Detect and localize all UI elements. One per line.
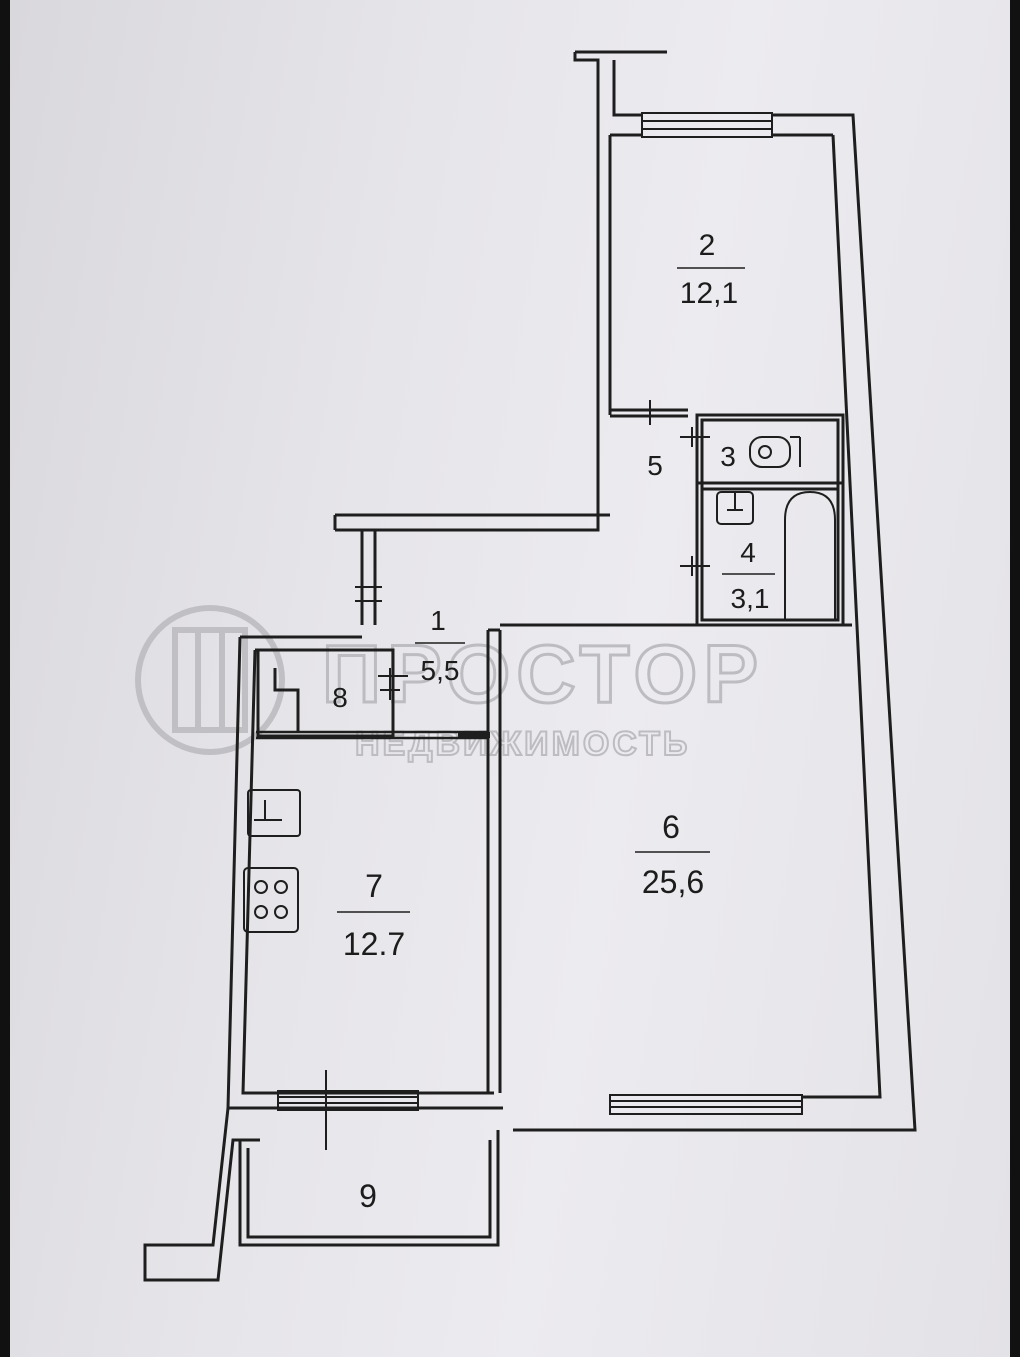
room-4-area: 3,1	[731, 583, 770, 614]
floor-plan: ПРОСТОР НЕДВИЖИМОСТЬ	[135, 50, 917, 1282]
toilet-icon	[749, 436, 801, 468]
room-labels: 2 12,1 5 3 4 3,1 1 5,5 8 6 25,6 7 12.7 9	[332, 229, 775, 1214]
plan-sheet: ПРОСТОР НЕДВИЖИМОСТЬ	[10, 0, 1010, 1357]
kitchen-sink-icon	[247, 789, 301, 837]
window-north	[641, 112, 773, 138]
room-3-number: 3	[720, 441, 736, 472]
room-4-number: 4	[740, 537, 756, 568]
room-5-number: 5	[647, 450, 663, 481]
room-2-area: 12,1	[680, 277, 738, 310]
door-marks	[355, 400, 710, 700]
walls	[143, 50, 917, 1282]
room-8-number: 8	[332, 682, 348, 713]
room-6-area: 25,6	[642, 864, 704, 900]
room-9-number: 9	[359, 1178, 377, 1214]
room-2-number: 2	[699, 229, 716, 262]
stove-icon	[243, 867, 299, 933]
window-kitchen	[277, 1070, 419, 1150]
bathtub-icon	[784, 490, 836, 620]
windows	[277, 112, 803, 1150]
window-living	[609, 1094, 803, 1115]
watermark-logo-icon	[135, 605, 285, 755]
watermark-tagline: НЕДВИЖИМОСТЬ	[355, 725, 690, 763]
room-1-area: 5,5	[421, 655, 460, 686]
sink-icon	[716, 491, 754, 525]
room-1-number: 1	[430, 605, 446, 636]
watermark-brand: ПРОСТОР	[322, 629, 764, 720]
room-6-number: 6	[662, 809, 680, 845]
room-7-number: 7	[365, 868, 383, 904]
room-7-area: 12.7	[343, 926, 405, 962]
